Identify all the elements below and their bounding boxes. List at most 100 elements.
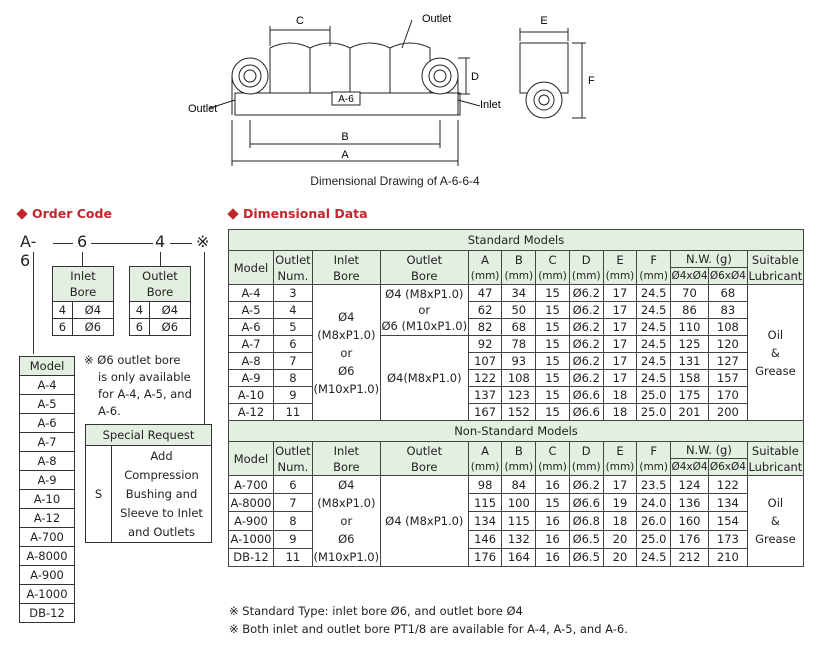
cell-outlet-num: 8: [272, 369, 313, 387]
cell-outlet-num: 7: [272, 493, 313, 513]
cell-value: 108: [707, 318, 748, 336]
drawing-label-c: C: [296, 15, 304, 27]
cell-value: 23.5: [636, 474, 672, 495]
special-request-description: Add Compression Bushing and Sleeve to In…: [111, 445, 212, 543]
cell-value: 24.5: [636, 284, 672, 302]
drawing-label-b: B: [341, 131, 348, 143]
model-list-item: A-1000: [19, 584, 75, 604]
cell-model: A-4: [228, 284, 274, 302]
model-list-item: A-10: [19, 489, 75, 509]
inlet-bore-6: Ø6: [71, 318, 115, 336]
cell-value: 127: [707, 352, 748, 370]
cell-value: Ø6.2: [568, 284, 604, 302]
header-col-a: A(mm): [467, 441, 503, 476]
cell-value: 50: [501, 301, 537, 319]
special-request-header: Special Request: [85, 424, 212, 446]
dimensional-data-title-text: Dimensional Data: [243, 206, 368, 221]
cell-value: 24.5: [636, 547, 672, 568]
header-col-b: B(mm): [501, 441, 537, 476]
cell-outlet-num: 11: [272, 547, 313, 568]
cell-value: Ø6.2: [568, 335, 604, 353]
cell-value: 25.0: [636, 529, 672, 549]
cell-value: 25.0: [636, 386, 672, 404]
cell-value: Ø6.6: [568, 386, 604, 404]
cell-value: 24.5: [636, 301, 672, 319]
model-list-item: A-6: [19, 413, 75, 433]
cell-value: 24.5: [636, 318, 672, 336]
cell-model: A-5: [228, 301, 274, 319]
cell-value: 92: [467, 335, 503, 353]
note-standard-type: ※ Standard Type: inlet bore Ø6, and outl…: [229, 604, 523, 618]
code-part-special: ※: [196, 232, 210, 251]
cell-value: 25.0: [636, 403, 672, 421]
cell-outlet-num: 7: [272, 352, 313, 370]
cell-value: 17: [602, 301, 638, 319]
inlet-bore-4: Ø4: [71, 301, 115, 319]
dimensional-drawing: A-6 C Outlet D Outlet Inlet B A E F: [188, 13, 595, 166]
cell-value: 210: [707, 547, 748, 568]
cell-value: 16: [535, 474, 570, 495]
dimensional-data-title: Dimensional Data: [225, 206, 368, 221]
cell-value: 86: [670, 301, 709, 319]
cell-value: 176: [467, 547, 503, 568]
cell-value: Ø6.2: [568, 369, 604, 387]
cell-model: A-1000: [228, 529, 274, 549]
header-col-f: F(mm): [636, 250, 672, 285]
cell-outlet-num: 6: [272, 474, 313, 495]
model-list-item: A-700: [19, 527, 75, 547]
cell-value: 122: [467, 369, 503, 387]
special-request-code: S: [85, 445, 112, 543]
cell-value: 24.0: [636, 493, 672, 513]
cell-value: 125: [670, 335, 709, 353]
model-list-item: A-9: [19, 470, 75, 490]
cell-value: 83: [707, 301, 748, 319]
model-list-item: DB-12: [19, 603, 75, 623]
header-col-d: D(mm): [568, 441, 604, 476]
header-nw: N.W. (g): [670, 250, 748, 268]
model-list-item: A-5: [19, 394, 75, 414]
cell-outlet-num: 4: [272, 301, 313, 319]
cell-model: A-7: [228, 335, 274, 353]
drawing-label-e: E: [540, 15, 547, 27]
cell-value: 200: [707, 403, 748, 421]
code-part-inlet: 6: [77, 232, 88, 251]
cell-outlet-num: 5: [272, 318, 313, 336]
cell-value: 108: [501, 369, 537, 387]
cell-value: 24.5: [636, 352, 672, 370]
cell-outlet-num: 9: [272, 529, 313, 549]
outlet-bore-note: ※ Ø6 outlet bore is only available for A…: [84, 353, 192, 418]
code-part-series: A-6: [20, 232, 37, 270]
cell-value: 122: [707, 474, 748, 495]
cell-value: 134: [707, 493, 748, 513]
drawing-label-inlet: Inlet: [480, 99, 501, 111]
header-nw-4x4: Ø4xØ4: [670, 267, 709, 285]
cell-value: 15: [535, 301, 570, 319]
cell-value: 20: [602, 529, 638, 549]
cell-value: 15: [535, 386, 570, 404]
cell-model: A-9: [228, 369, 274, 387]
cell-lubricant: Oil&Grease: [746, 475, 805, 567]
cell-value: 98: [467, 474, 503, 495]
cell-outlet-num: 9: [272, 386, 313, 404]
cell-model: DB-12: [228, 547, 274, 568]
cell-value: 16: [535, 529, 570, 549]
cell-value: 154: [707, 511, 748, 531]
cell-value: 123: [501, 386, 537, 404]
cell-value: Ø6.2: [568, 474, 604, 495]
section-title: Standard Models: [228, 229, 804, 251]
cell-value: Ø6.6: [568, 493, 604, 513]
